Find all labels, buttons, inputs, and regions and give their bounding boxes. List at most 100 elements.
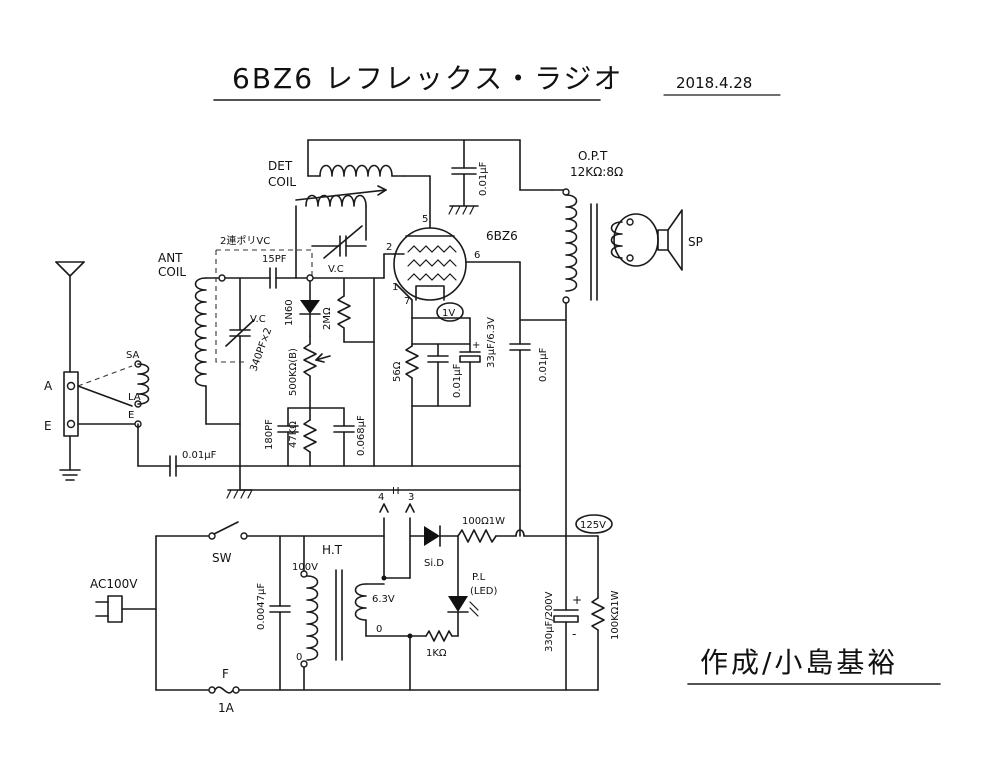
ht-primary	[306, 575, 319, 661]
cap-001-top	[451, 167, 477, 175]
terminal-a-label: A	[44, 379, 53, 393]
tap-0-label: 0	[296, 652, 302, 663]
cap-330u	[553, 609, 579, 623]
pl-label-1: P.L	[472, 572, 486, 583]
det-coil-tickler	[319, 164, 393, 177]
cap-001-plate	[509, 343, 531, 351]
pin-2-label: 2	[386, 242, 392, 253]
cap-33u	[459, 351, 481, 363]
cap-0047-label: 0.0047μF	[256, 583, 267, 630]
diagram-title: 6BZ6 レフレックス・ラジオ	[232, 62, 624, 95]
power-switch	[208, 521, 248, 540]
cap-15pf-label: 15PF	[262, 254, 287, 265]
fuse-symbol	[208, 686, 240, 694]
res-100-label: 100Ω1W	[462, 516, 505, 527]
res-2m-label: 2MΩ	[322, 307, 333, 330]
cap-330u-label: 330μF/200V	[544, 591, 555, 652]
pin-7-label: 7	[404, 296, 410, 307]
opt-secondary	[610, 221, 623, 259]
cap-180pf-label: 180PF	[264, 419, 275, 450]
si-diode-label: Si.D	[424, 558, 444, 569]
cap-0068	[333, 425, 355, 433]
cap-0047	[269, 605, 291, 613]
res-100	[457, 529, 497, 543]
volt-125v-label: 125V	[580, 520, 606, 531]
fuse-value-label: 1A	[218, 701, 235, 715]
cap-330u-minus: -	[572, 627, 576, 641]
tap-63v-label: 6.3V	[372, 594, 395, 605]
ant-coupling-capacitor	[169, 455, 177, 477]
res-1k-label: 1KΩ	[426, 648, 447, 659]
diagram-date: 2018.4.28	[676, 74, 752, 92]
ht-secondary	[354, 583, 367, 621]
switch-label: SW	[212, 551, 232, 565]
fuse-label: F	[222, 667, 229, 681]
pin-3-label: 3	[408, 492, 414, 503]
diode-1n60	[299, 300, 321, 315]
res-100k-label: 100KΩ1W	[610, 590, 621, 640]
volt-1v-label: 1V	[442, 308, 455, 319]
tube-6bz6	[393, 227, 467, 301]
cap-001-top-label: 0.01μF	[478, 161, 489, 196]
vc-top-label: V.C	[328, 264, 344, 275]
res-2m	[337, 295, 351, 329]
cap-33u-label: 33μF/6.3V	[486, 317, 497, 368]
antenna-symbol	[55, 261, 85, 373]
vc-value-label: 340PF×2	[248, 326, 274, 373]
pin-5-label: 5	[422, 214, 428, 225]
det-coil-label-1: DET	[268, 159, 293, 173]
pin-4-label: 4	[378, 492, 384, 503]
author-signature: 作成/小島基裕	[700, 646, 898, 679]
pilot-led	[447, 596, 479, 617]
speaker-symbol	[657, 209, 683, 271]
cap-15pf	[269, 267, 277, 289]
speaker-label: SP	[688, 235, 703, 249]
tap-100v-label: 100V	[292, 562, 318, 573]
ground-symbol-top	[448, 205, 479, 215]
cap-001-plate-label: 0.01μF	[538, 347, 549, 382]
earth-ground-symbol	[59, 469, 81, 481]
det-coil-main	[305, 194, 367, 207]
res-56-label: 56Ω	[392, 361, 403, 382]
res-56	[405, 345, 419, 379]
cap-0068-label: 0.068μF	[356, 415, 367, 456]
det-coil-label-2: COIL	[268, 175, 296, 189]
res-100k	[591, 597, 605, 631]
vc-left-label: V.C	[250, 314, 266, 325]
pot-500k	[303, 343, 317, 377]
opt-label-2: 12KΩ:8Ω	[570, 165, 623, 179]
tube-label: 6BZ6	[486, 229, 518, 243]
pin-6-label: 6	[474, 250, 480, 261]
pin-1-label: 1	[392, 282, 398, 293]
opt-label-1: O.P.T	[578, 149, 608, 163]
cap-330u-plus: +	[572, 593, 582, 607]
antenna-terminal-block	[63, 371, 79, 437]
terminal-e-label: E	[44, 419, 52, 433]
opt-primary	[565, 194, 578, 292]
ant-coil	[194, 277, 207, 387]
res-47k	[303, 419, 317, 453]
diode-1n60-label: 1N60	[284, 299, 295, 326]
res-47k-label: 47KΩ	[288, 421, 299, 448]
chassis-ground-symbol	[226, 489, 253, 499]
cap-001-mid	[427, 355, 449, 363]
pl-label-2: (LED)	[470, 586, 497, 597]
tap-0b-label: 0	[376, 624, 382, 635]
twin-vc-label: 2連ポリVC	[220, 234, 270, 247]
tap-sa-label: SA	[126, 350, 140, 361]
ac-label: AC100V	[90, 577, 138, 591]
res-1k	[425, 630, 453, 642]
pot-500k-label: 500KΩ(B)	[288, 348, 299, 396]
tap-e-label: E	[128, 410, 134, 421]
cap-001-ant-label: 0.01μF	[182, 450, 217, 461]
cap-001-mid-label: 0.01μF	[452, 363, 463, 398]
cap-33u-plus: +	[472, 340, 480, 351]
ant-coil-label-2: COIL	[158, 265, 186, 279]
ac-plug	[95, 595, 157, 623]
ant-coil-label-1: ANT	[158, 251, 183, 265]
tuning-vc-top	[323, 225, 363, 259]
tap-la-label: LA	[128, 392, 141, 403]
heater-label: H	[392, 486, 400, 497]
ht-label: H.T	[322, 543, 343, 557]
